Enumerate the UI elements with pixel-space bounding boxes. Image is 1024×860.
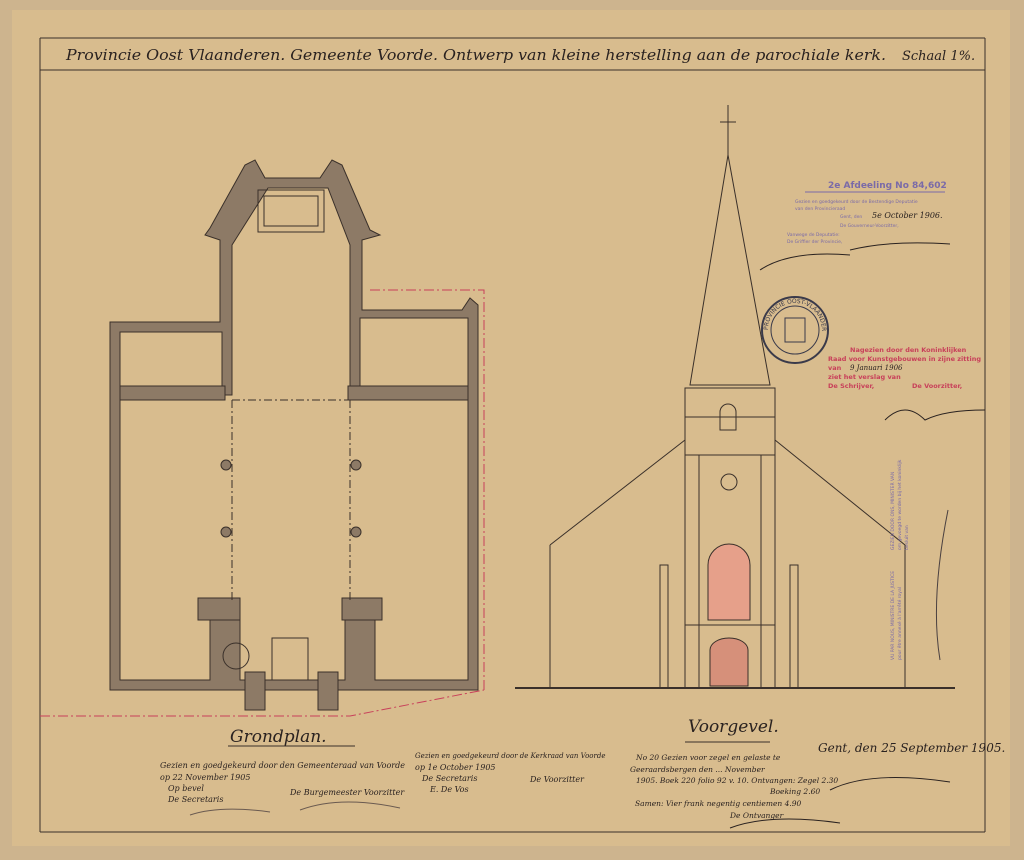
ministry-line: pour être annexé à l'arrêté royal [896,587,903,660]
council-date: op 22 November 1905 [160,773,250,782]
ministry-stamp: VU PAR NOUS, MINISTRE DE LA JUSTICE pour… [890,459,910,660]
council-secretary: De Secretaris [167,795,223,804]
stamp-note-5: Samen: Vier frank negentig centiemen 4.9… [635,799,802,808]
place-date: Gent, den 25 September 1905. [818,741,1005,755]
stamp-note-4: Boeking 2.60 [769,787,820,796]
church-chairman: De Voorzitter [529,775,585,784]
church-secretary-name: E. De Vos [429,785,469,794]
stamp-line: Vanwege de Deputatie: [787,232,840,238]
signatures [189,801,401,816]
drawing-title: Provincie Oost Vlaanderen. Gemeente Voor… [65,46,886,64]
church-secretary: De Secretaris [421,774,477,783]
royal-date: 9 Januari 1906 [850,364,903,372]
paper-sheet [12,10,1010,846]
council-note: Gezien en goedgekeurd door den Gemeenter… [160,761,405,770]
deputation-stamp: 2e Afdeeling No 84,602 Gezien en goedgek… [759,181,951,271]
royal-line: Nagezien door den Koninklijken [850,346,967,354]
ministry-line: VU PAR NOUS, MINISTRE DE LA JUSTICE [890,571,896,660]
receiver-label: De Ontvanger [729,811,784,820]
church-council-date: op 1e October 1905 [415,763,496,772]
ministry-line: om gevoegd te worden bij het koninklijk [897,459,903,550]
church-council-note: Gezien en goedgekeurd door de Kerkraad v… [415,752,605,760]
stamp-note-1: No 20 Gezien voor zegel en gelaste te [635,753,781,762]
royal-line: De Schrijver, [828,382,874,390]
royal-council-stamp: Nagezien door den Koninklijken Raad voor… [828,346,981,390]
elevation-label: Voorgevel. [688,717,779,737]
stamp-line: De Gouverneur-Voorzitter, [840,223,899,229]
stamp-note-2: Geeraardsbergen den ... November [630,765,765,774]
division-number: 2e Afdeeling No 84,602 [828,181,947,191]
ministry-line: besluit van [904,525,910,550]
division-date: 5e October 1906. [872,211,943,220]
front-elevation [515,105,955,689]
signature [884,409,986,421]
architect-signature [729,777,951,829]
royal-line: Raad voor Kunstgebouwen in zijne zitting [828,355,981,363]
scale-label: Schaal 1%. [902,49,975,64]
royal-line: De Voorzitter, [912,382,962,390]
stamp-line: van den Provincieraad [795,206,845,212]
vertical-signature [935,509,949,661]
stamp-line: De Griffier der Provincie, [787,239,842,245]
royal-line: ziet het verslag van [828,373,901,381]
stamp-note-3: 1905. Boek 220 folio 92 v. 10. Ontvangen… [636,776,838,785]
mayor-label: De Burgemeester Voorzitter [289,788,405,797]
stamp-line: Gezien en goedgekeurd door de Bestendige… [795,199,918,205]
floor-plan [40,159,485,717]
royal-line: van [828,364,842,372]
council-order: Op bevel [168,784,204,793]
ministry-line: GEZIEN DOOR ONS, MINISTER VAN [890,472,896,550]
plan-label: Grondplan. [230,727,327,747]
stamp-line: Gent, den [840,214,862,220]
